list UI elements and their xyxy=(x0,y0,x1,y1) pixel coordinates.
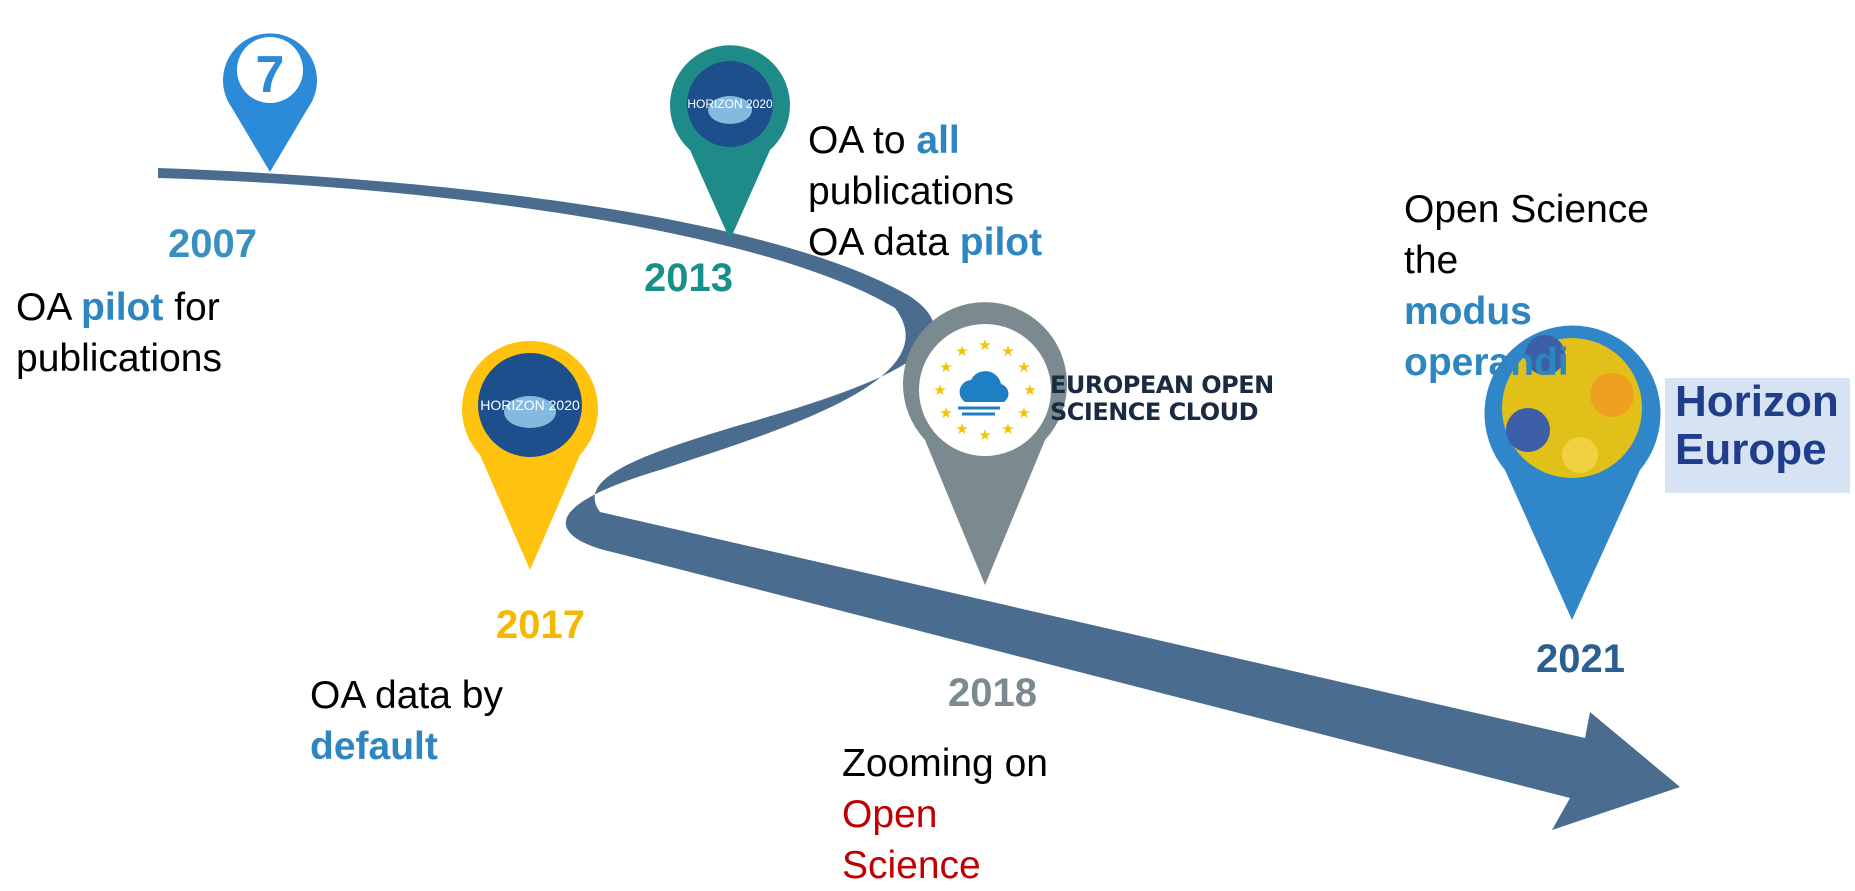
h2020-glow-icon xyxy=(708,96,752,124)
svg-text:★: ★ xyxy=(955,420,968,438)
svg-text:★: ★ xyxy=(978,426,991,444)
year-2013: 2013 xyxy=(644,256,733,300)
horizon-europe-logo: Horizon Europe xyxy=(1665,378,1850,493)
h2020-pin-2013: HORIZON 2020 xyxy=(670,45,791,240)
milestone-2013-text: OA to all publications OA data pilot xyxy=(808,115,1042,268)
h2020-glow-icon xyxy=(504,396,556,428)
svg-text:★: ★ xyxy=(939,358,952,376)
svg-text:★: ★ xyxy=(955,342,968,360)
text-operandi: operandi xyxy=(1404,341,1569,384)
svg-text:★: ★ xyxy=(978,336,991,354)
text-pilot: pilot xyxy=(81,286,164,329)
year-2021: 2021 xyxy=(1536,637,1625,681)
text-all: all xyxy=(916,119,960,162)
eu-stars-icon: ★★★ ★★★ ★★★ ★★★ xyxy=(933,336,1036,444)
eosc-line-2: SCIENCE CLOUD xyxy=(1050,398,1259,426)
svg-text:★: ★ xyxy=(1001,420,1014,438)
gear-badge-icon xyxy=(1590,373,1634,417)
year-2017: 2017 xyxy=(496,603,585,647)
timeline-road-body xyxy=(158,168,1680,830)
text-modus: modus xyxy=(1404,290,1532,333)
h2020-logo-text: HORIZON 2020 xyxy=(480,397,580,413)
eosc-logo-text: EUROPEAN OPEN SCIENCE CLOUD xyxy=(1050,372,1274,426)
horizon-europe-line-2: Europe xyxy=(1675,425,1827,474)
fp7-logo-text: 7 xyxy=(256,46,285,104)
horizon-europe-pin xyxy=(1484,325,1661,620)
text-pilot: pilot xyxy=(959,221,1043,264)
h2020-logo-text: HORIZON 2020 xyxy=(687,97,773,111)
text-publications: publications xyxy=(16,337,222,380)
text-oa-data-by: OA data by xyxy=(310,674,503,717)
microscope-badge-icon xyxy=(1506,408,1550,452)
rocket-badge-icon xyxy=(1525,335,1565,375)
milestone-2007-text: OA pilot for publications xyxy=(16,282,222,384)
text-science: Science xyxy=(842,844,981,887)
h2020-pin-2017: HORIZON 2020 xyxy=(462,340,598,570)
text-oa-to: OA to xyxy=(808,119,917,162)
text-open: Open xyxy=(842,793,938,836)
text-for: for xyxy=(163,286,220,329)
svg-text:★: ★ xyxy=(939,404,952,422)
horizon-europe-line-1: Horizon xyxy=(1675,377,1839,426)
text-zooming-on: Zooming on xyxy=(842,742,1048,785)
text-oa-data: OA data xyxy=(808,221,960,264)
svg-text:★: ★ xyxy=(1023,381,1036,399)
svg-text:★: ★ xyxy=(1017,358,1030,376)
year-2007: 2007 xyxy=(168,222,257,266)
milestone-2021-text: Open Science the modus operandi xyxy=(1404,184,1649,388)
svg-text:★: ★ xyxy=(933,381,946,399)
fp7-pin: 7 xyxy=(222,33,317,173)
svg-text:★: ★ xyxy=(1017,404,1030,422)
text-oa: OA xyxy=(16,286,82,329)
text-publications: publications xyxy=(808,170,1014,213)
text-open-science: Open Science xyxy=(1404,188,1649,231)
text-the: the xyxy=(1404,239,1459,282)
fp7-logo-icon xyxy=(237,37,303,103)
year-2018: 2018 xyxy=(948,671,1037,715)
eosc-pin: ★★★ ★★★ ★★★ ★★★ xyxy=(903,302,1067,585)
milestone-2017-text: OA data by default xyxy=(310,670,503,772)
cloud-icon xyxy=(959,371,1009,402)
cloud-lines-icon xyxy=(958,406,1000,416)
rocket-small-icon xyxy=(1562,437,1598,473)
svg-text:★: ★ xyxy=(1001,342,1014,360)
text-default: default xyxy=(310,725,438,768)
eosc-line-1: EUROPEAN OPEN xyxy=(1050,371,1274,399)
milestone-2018-text: Zooming on Open Science xyxy=(842,738,1048,891)
